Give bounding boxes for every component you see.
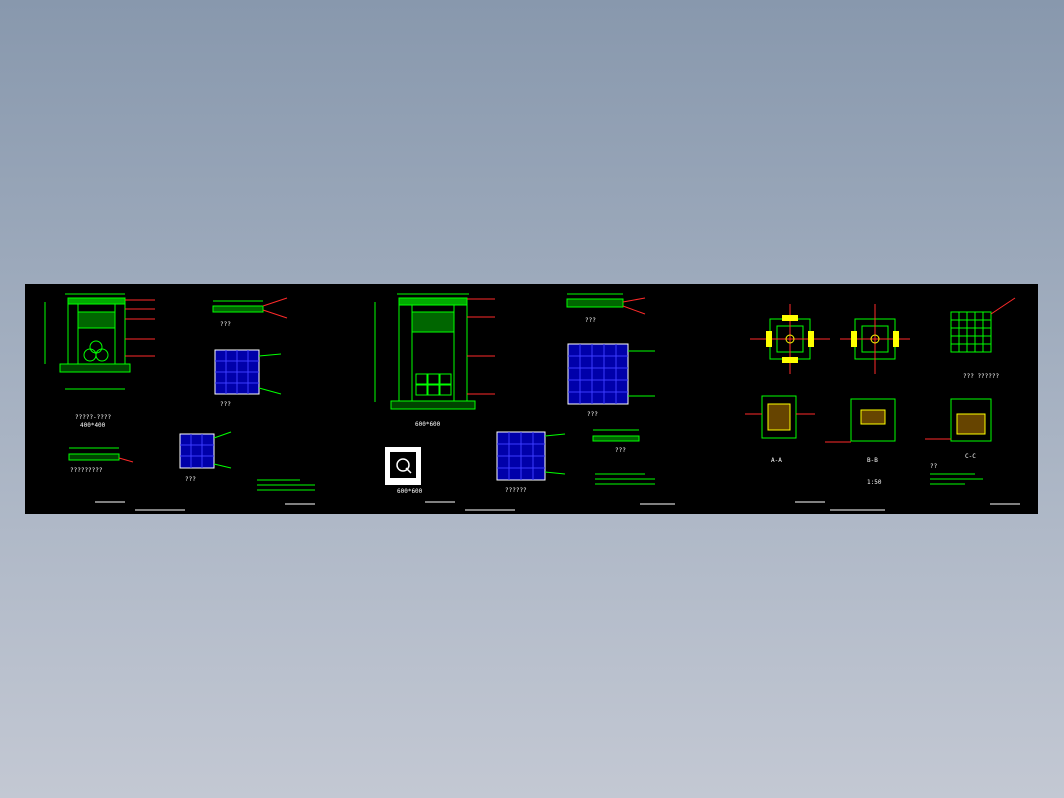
panel-2: 600*600 600*600 ???	[374, 293, 675, 511]
drawing-sheet[interactable]: ?????-???? 400*400 ??? ???	[25, 284, 1038, 514]
section-c-c: C-C	[925, 398, 992, 460]
notes-block-3	[930, 473, 983, 485]
d10-caption: ??????	[505, 487, 527, 494]
cover-plate-detail-4: ???	[592, 429, 640, 454]
d5-caption: ?????????	[70, 467, 103, 474]
d7-caption: 600*600	[397, 488, 423, 495]
grating-plan-3: ???	[567, 343, 655, 418]
notes-head: ??	[930, 463, 938, 470]
grating-plan-4: ??????	[496, 431, 566, 494]
section-b-b: B-B	[825, 398, 896, 464]
panel-1: ?????-???? 400*400 ??? ???	[44, 293, 315, 511]
chamber-plan-3: ??? ??????	[950, 297, 1016, 380]
notes-block-2	[595, 473, 655, 485]
section-a-label: A-A	[771, 457, 782, 464]
inspection-well-section-600	[374, 293, 495, 410]
d11-caption: ???	[615, 447, 626, 454]
scale-label: 1:50	[867, 479, 882, 486]
cover-plate-detail-2: ?????????	[68, 447, 134, 474]
drawing-canvas: ?????-???? 400*400 ??? ???	[44, 293, 1020, 511]
panel-3: ??? ?????? A-A B-B	[745, 297, 1020, 511]
inspection-well-section-400	[44, 293, 155, 390]
chamber-plan-1	[750, 304, 830, 374]
section-a-a: A-A	[745, 395, 815, 464]
d12-caption: ??? ??????	[963, 373, 1000, 380]
cover-plate-detail-3: ???	[566, 293, 646, 324]
cover-plate-detail-1: ???	[212, 297, 288, 328]
d3-caption: ???	[220, 401, 231, 408]
d1-caption: 400*400	[80, 422, 106, 429]
d9-caption: ???	[587, 411, 598, 418]
chamber-plan-2	[840, 304, 910, 374]
d6-caption: 600*600	[415, 421, 441, 428]
section-b-label: B-B	[867, 457, 878, 464]
d2-caption: ???	[220, 321, 231, 328]
grating-plan-1: ???	[214, 349, 282, 408]
d4-caption: ???	[185, 476, 196, 483]
grating-plan-2: ???	[179, 431, 232, 483]
section-c-label: C-C	[965, 453, 976, 460]
notes-block-1	[257, 479, 315, 491]
d8-caption: ???	[585, 317, 596, 324]
frame-plan-600: 600*600	[385, 447, 423, 495]
d1-subcaption: ?????-????	[75, 414, 112, 421]
